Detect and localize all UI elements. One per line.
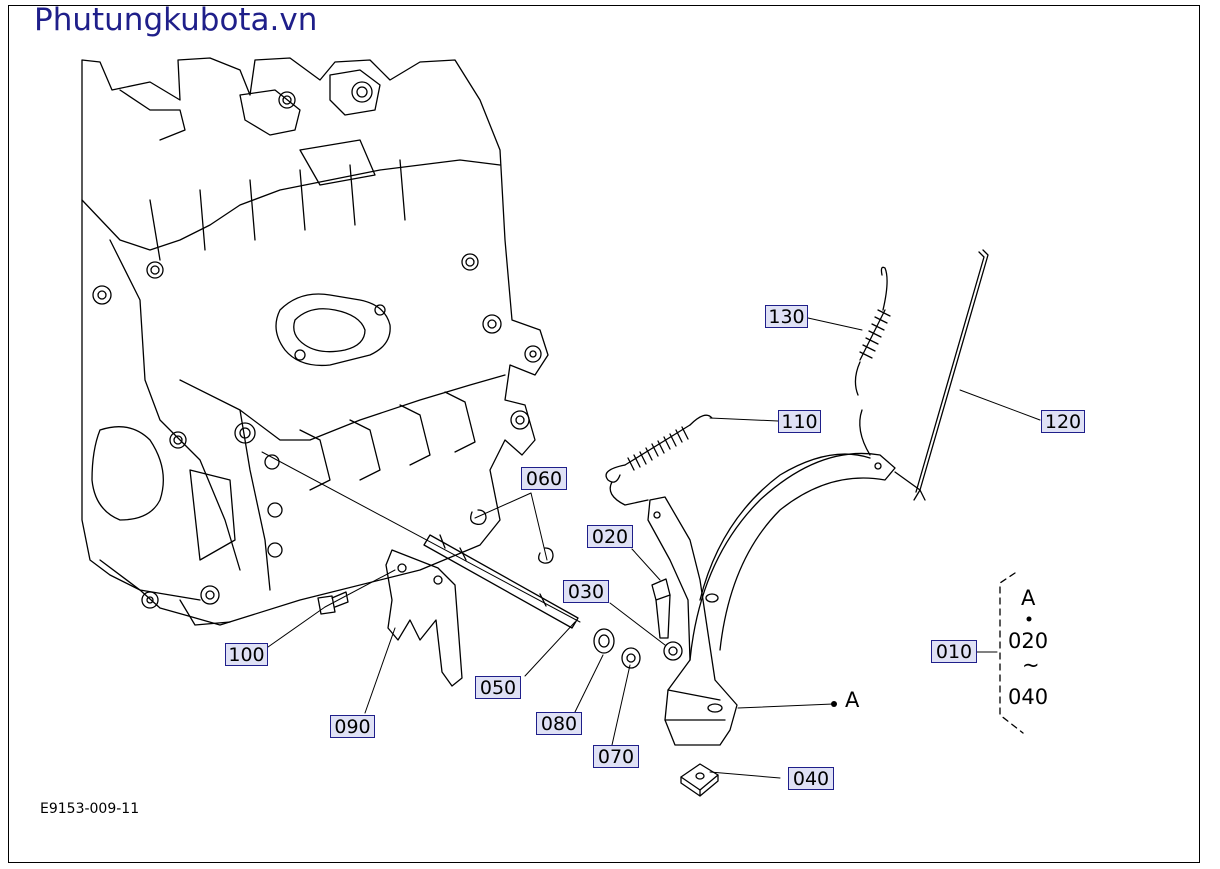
legend-range-to: 040 <box>1008 685 1049 709</box>
part-label-090[interactable]: 090 <box>330 715 375 738</box>
bracket-090 <box>385 549 463 687</box>
part-label-100[interactable]: 100 <box>225 643 268 666</box>
part-label-020[interactable]: 020 <box>587 525 633 548</box>
leader-lines <box>261 317 1041 779</box>
part-label-040[interactable]: 040 <box>788 767 834 790</box>
bolt-100 <box>317 591 349 615</box>
legend-range-separator: ~ <box>1022 653 1040 677</box>
part-label-110[interactable]: 110 <box>778 410 821 433</box>
part-label-130[interactable]: 130 <box>765 305 808 328</box>
drawing-frame <box>8 5 1200 863</box>
pointer-label-a: A <box>845 688 860 712</box>
part-label-060[interactable]: 060 <box>521 467 567 490</box>
part-label-010[interactable]: 010 <box>931 640 977 663</box>
part-label-070[interactable]: 070 <box>593 745 639 768</box>
brand-watermark: Phutungkubota.vn <box>34 2 318 38</box>
shaft-050 <box>423 534 579 629</box>
pointer-dot <box>831 701 837 707</box>
circlip-060 <box>470 509 554 564</box>
drawing-code: E9153-009-11 <box>40 801 140 817</box>
part-label-030[interactable]: 030 <box>563 580 609 603</box>
legend-bracket <box>999 572 1024 734</box>
nut-040 <box>680 763 719 797</box>
engine-block <box>81 57 549 626</box>
bush-080 <box>593 628 615 654</box>
spring-130 <box>854 266 891 456</box>
bolt-020 <box>651 578 671 639</box>
washer-030 <box>663 641 683 661</box>
legend-ref-a: A <box>1021 586 1036 610</box>
part-label-050[interactable]: 050 <box>475 676 521 699</box>
washer-070 <box>621 647 641 669</box>
rod-120 <box>894 249 989 501</box>
spring-110 <box>605 414 713 506</box>
part-label-120[interactable]: 120 <box>1041 410 1085 433</box>
lever-arm <box>647 452 896 746</box>
legend-dot <box>1026 616 1032 622</box>
legend-range-from: 020 <box>1008 629 1049 653</box>
part-label-080[interactable]: 080 <box>536 712 582 735</box>
